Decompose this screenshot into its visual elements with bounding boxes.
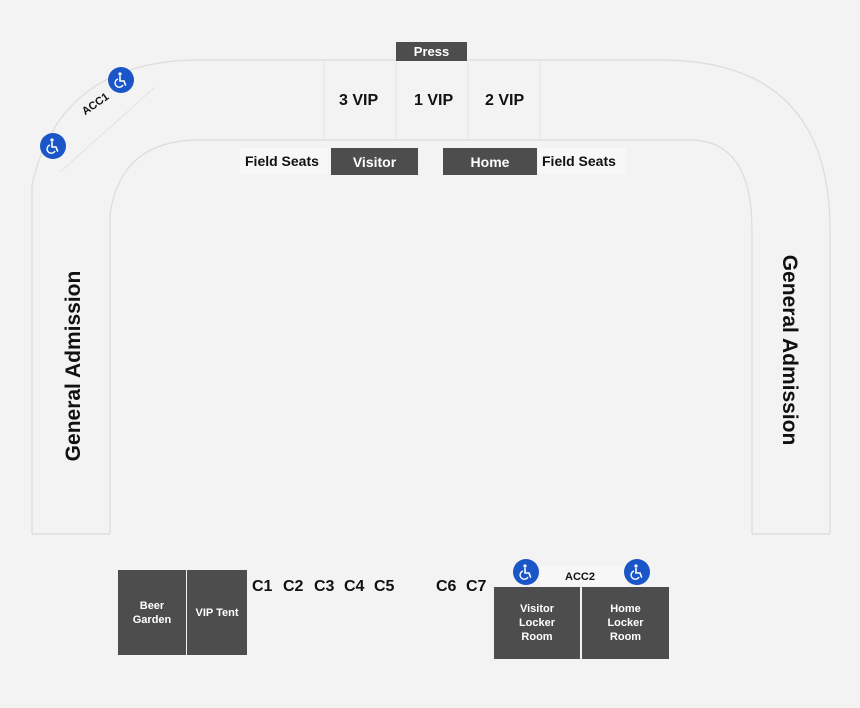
wheelchair-glyph bbox=[114, 72, 127, 88]
stadium-inner-outline bbox=[109, 139, 753, 534]
cabana-c1[interactable]: C1 bbox=[252, 578, 273, 595]
wheelchair-icon bbox=[40, 133, 66, 159]
cabana-c2[interactable]: C2 bbox=[283, 578, 304, 595]
section-3-vip[interactable]: 3 VIP bbox=[339, 92, 379, 109]
section-1-vip[interactable]: 1 VIP bbox=[414, 92, 454, 109]
acc2-area bbox=[540, 567, 628, 586]
home-seats[interactable]: Home bbox=[443, 148, 537, 175]
general-admission-left[interactable]: General Admission bbox=[62, 270, 85, 462]
acc1-bracket-top bbox=[59, 86, 156, 173]
wheelchair-icon bbox=[624, 559, 650, 585]
cabana-c4[interactable]: C4 bbox=[344, 578, 365, 595]
wheelchair-glyph bbox=[46, 138, 59, 154]
press-box[interactable]: Press bbox=[396, 42, 467, 61]
vip-tent[interactable]: VIP Tent bbox=[187, 570, 247, 655]
acc2-label[interactable]: ACC2 bbox=[565, 571, 595, 583]
cabana-c5[interactable]: C5 bbox=[374, 578, 395, 595]
home-locker-room[interactable]: Home Locker Room bbox=[582, 587, 669, 659]
wheelchair-icon bbox=[513, 559, 539, 585]
general-admission-right[interactable]: General Admission bbox=[778, 254, 801, 446]
wheelchair-icon bbox=[108, 67, 134, 93]
wheelchair-glyph bbox=[630, 564, 643, 580]
field-seats-right-bg bbox=[538, 148, 626, 174]
field-seats-left-bg bbox=[240, 148, 328, 174]
visitor-locker-room[interactable]: Visitor Locker Room bbox=[494, 587, 580, 659]
wheelchair-glyph bbox=[519, 564, 532, 580]
visitor-seats[interactable]: Visitor bbox=[331, 148, 418, 175]
cabana-c3[interactable]: C3 bbox=[314, 578, 335, 595]
cabana-c7[interactable]: C7 bbox=[466, 578, 487, 595]
field-seats-left[interactable]: Field Seats bbox=[245, 153, 319, 169]
field-seats-right[interactable]: Field Seats bbox=[542, 153, 616, 169]
beer-garden[interactable]: Beer Garden bbox=[118, 570, 186, 655]
section-2-vip[interactable]: 2 VIP bbox=[485, 92, 525, 109]
cabana-c6[interactable]: C6 bbox=[436, 578, 457, 595]
stadium-outer-outline bbox=[31, 59, 831, 534]
